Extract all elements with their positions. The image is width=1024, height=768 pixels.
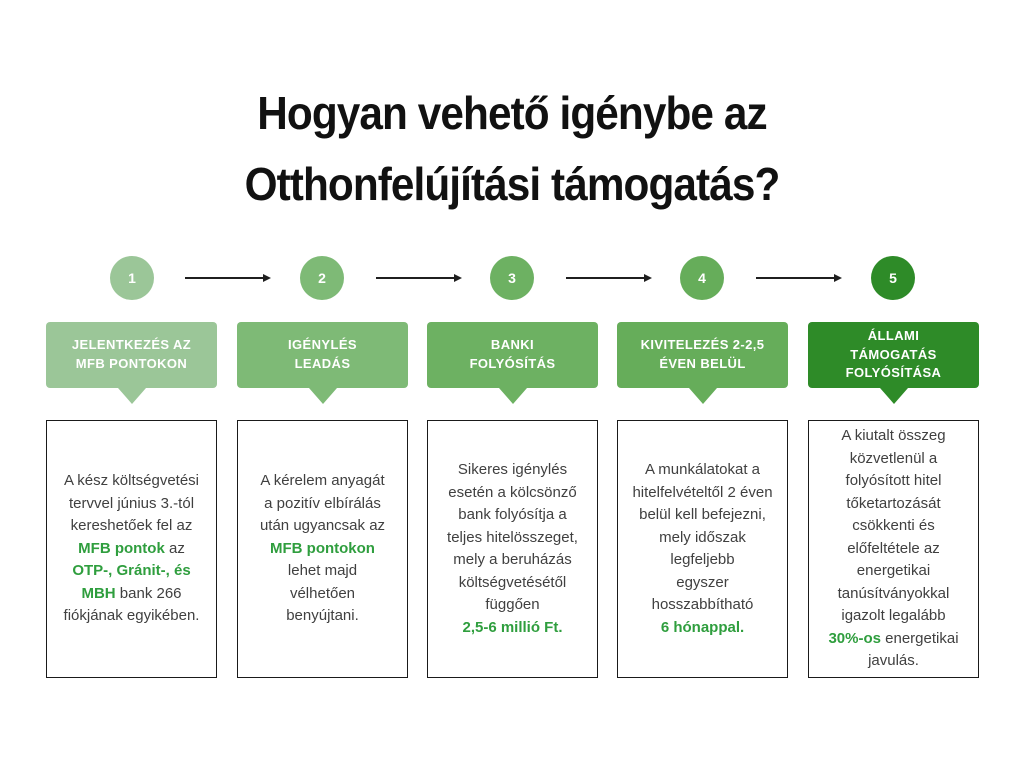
step-header-5: ÁLLAMI TÁMOGATÁS FOLYÓSÍTÁSA: [808, 322, 979, 404]
step-header-label: KIVITELEZÉS 2-2,5 ÉVEN BELÜL: [640, 337, 765, 371]
arrow-icon: [566, 274, 652, 282]
step-number: 1: [128, 270, 136, 286]
step-detail-card-1: A kész költségvetési tervvel június 3.-t…: [46, 420, 217, 678]
pointer-triangle: [688, 388, 717, 404]
step-header-3: BANKI FOLYÓSÍTÁS: [427, 322, 598, 404]
step-circle-3: 3: [490, 256, 534, 300]
step-header-label: BANKI FOLYÓSÍTÁS: [469, 337, 556, 371]
step-number: 3: [508, 270, 516, 286]
step-circle-4: 4: [680, 256, 724, 300]
step-circle-2: 2: [300, 256, 344, 300]
step-header-2: IGÉNYLÉS LEADÁS: [237, 322, 408, 404]
step-number: 4: [698, 270, 706, 286]
arrow-icon: [376, 274, 462, 282]
step-detail-card-2: A kérelem anyagát a pozitív elbírálás ut…: [237, 420, 408, 678]
step-detail-text: A kiutalt összeg közvetlenül a folyósíto…: [828, 427, 959, 670]
pointer-triangle: [117, 388, 146, 404]
pointer-triangle: [498, 388, 527, 404]
step-number: 2: [318, 270, 326, 286]
step-detail-card-3: Sikeres igénylés esetén a kölcsönző bank…: [427, 420, 598, 678]
step-detail-text: A kérelem anyagát a pozitív elbírálás ut…: [259, 472, 386, 625]
step-detail-text: A munkálatokat a hitelfelvételtől 2 éven…: [632, 461, 773, 636]
arrow-icon: [185, 274, 271, 282]
step-detail-text: Sikeres igénylés esetén a kölcsönző bank…: [447, 461, 578, 636]
arrow-icon: [756, 274, 842, 282]
step-header-label: IGÉNYLÉS LEADÁS: [288, 337, 357, 371]
page-title: Hogyan vehető igénybe az Otthonfelújítás…: [244, 87, 781, 211]
step-header-1: JELENTKEZÉS AZ MFB PONTOKON: [46, 322, 217, 404]
pointer-triangle: [879, 388, 908, 404]
step-header-label: JELENTKEZÉS AZ MFB PONTOKON: [71, 337, 192, 371]
step-number: 5: [889, 270, 897, 286]
step-circle-1: 1: [110, 256, 154, 300]
step-circle-5: 5: [871, 256, 915, 300]
step-detail-text: A kész költségvetési tervvel június 3.-t…: [63, 472, 200, 625]
step-header-4: KIVITELEZÉS 2-2,5 ÉVEN BELÜL: [617, 322, 788, 404]
pointer-triangle: [308, 388, 337, 404]
step-detail-card-4: A munkálatokat a hitelfelvételtől 2 éven…: [617, 420, 788, 678]
step-detail-card-5: A kiutalt összeg közvetlenül a folyósíto…: [808, 420, 979, 678]
step-header-label: ÁLLAMI TÁMOGATÁS FOLYÓSÍTÁSA: [845, 327, 942, 381]
